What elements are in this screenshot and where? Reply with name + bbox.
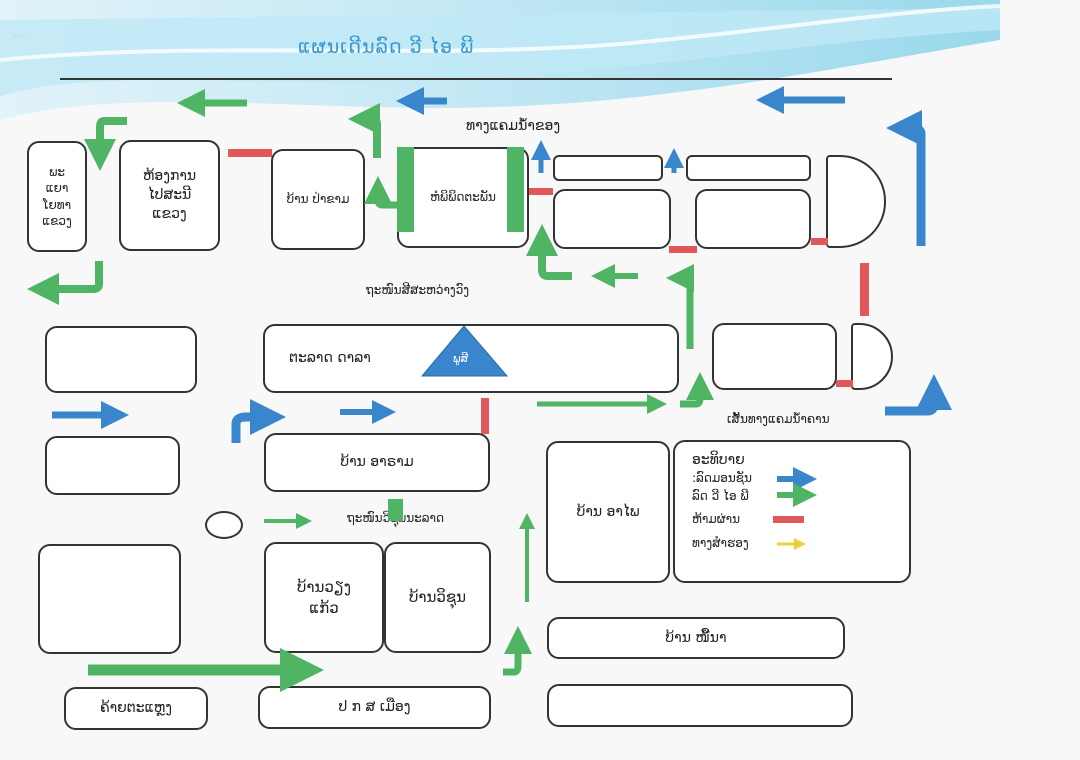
no-pass-bar <box>860 263 869 316</box>
block-south-east <box>547 684 853 727</box>
block-west-2 <box>45 436 180 495</box>
street-riverside: ທາງແຄມນ້ຳຂອງ <box>466 118 561 134</box>
place-ban-wiang-kaew: ບ້ານວຽງ ແກ້ວ <box>264 542 384 653</box>
riverside-block-4 <box>695 189 811 249</box>
place-ban-aphai: ບ້ານ ອາໄພ <box>546 441 670 583</box>
place-phaya-noi: ພະ ແຍາ ໂຍທາ ແຂວງ <box>27 141 87 252</box>
street-khan-riverside: ເສັ້ນທາງແຄມນ້ຳຄານ <box>727 412 830 426</box>
place-camp: ຄ້າຍຕະແຫຼງ <box>64 687 208 730</box>
legend-label-motorcade: :ລົດມອນຊັນ <box>692 471 752 485</box>
place-police: ປ ກ ສ ເມືອງ <box>258 686 491 729</box>
roundabout <box>205 511 243 539</box>
legend-box <box>673 440 911 583</box>
place-ban-phonma: ບ້ານ ໜື້ນາ <box>547 617 845 659</box>
map-title: ແຜນເດີນລົດ ວີ ໄອ ພີ <box>298 36 475 58</box>
legend-label-no-pass: ຫ້າມຜ່ານ <box>692 512 741 526</box>
wisoun-gate <box>388 499 403 521</box>
legend-label-vip: ລົດ ວີ ໄອ ພີ <box>692 489 749 503</box>
legend-red-bar <box>773 516 804 523</box>
no-pass-bar <box>529 188 553 195</box>
place-ban-paxam: ບ້ານ ປ່າຂາມ <box>271 149 365 250</box>
no-pass-bar <box>481 398 489 434</box>
museum-gate-right <box>507 147 524 232</box>
header-mark: · · · · <box>14 34 28 41</box>
block-east-1 <box>712 323 837 390</box>
museum-gate-left <box>397 147 414 232</box>
no-pass-bar <box>836 380 853 387</box>
place-ban-aram: ບ້ານ ອາຣາມ <box>264 433 490 492</box>
no-pass-bar <box>669 246 697 253</box>
block-west-1 <box>45 326 197 393</box>
header-wave <box>0 0 1001 120</box>
riverside-block-3 <box>553 189 671 249</box>
riverside-block-1 <box>553 155 663 181</box>
stupa-label: ພູສີ <box>453 352 469 365</box>
place-office: ຫ້ອງການ ໄປສະນີ ແຂວງ <box>119 140 220 251</box>
block-west-3 <box>38 544 181 654</box>
no-pass-bar <box>811 238 828 245</box>
riverside-block-2 <box>686 155 811 181</box>
legend-title: ອະທິບາຍ <box>692 452 745 468</box>
place-ban-wisoun: ບ້ານວິຊຸນ <box>384 542 491 653</box>
street-sisavangvong: ຖະໜົນສີສະຫວ່າງວົງ <box>366 283 470 297</box>
no-pass-bar <box>228 149 272 157</box>
place-talat-dala: ຕະລາດ ດາລາ <box>263 324 679 393</box>
legend-label-alternate: ທາງສຳຮອງ <box>692 536 749 550</box>
